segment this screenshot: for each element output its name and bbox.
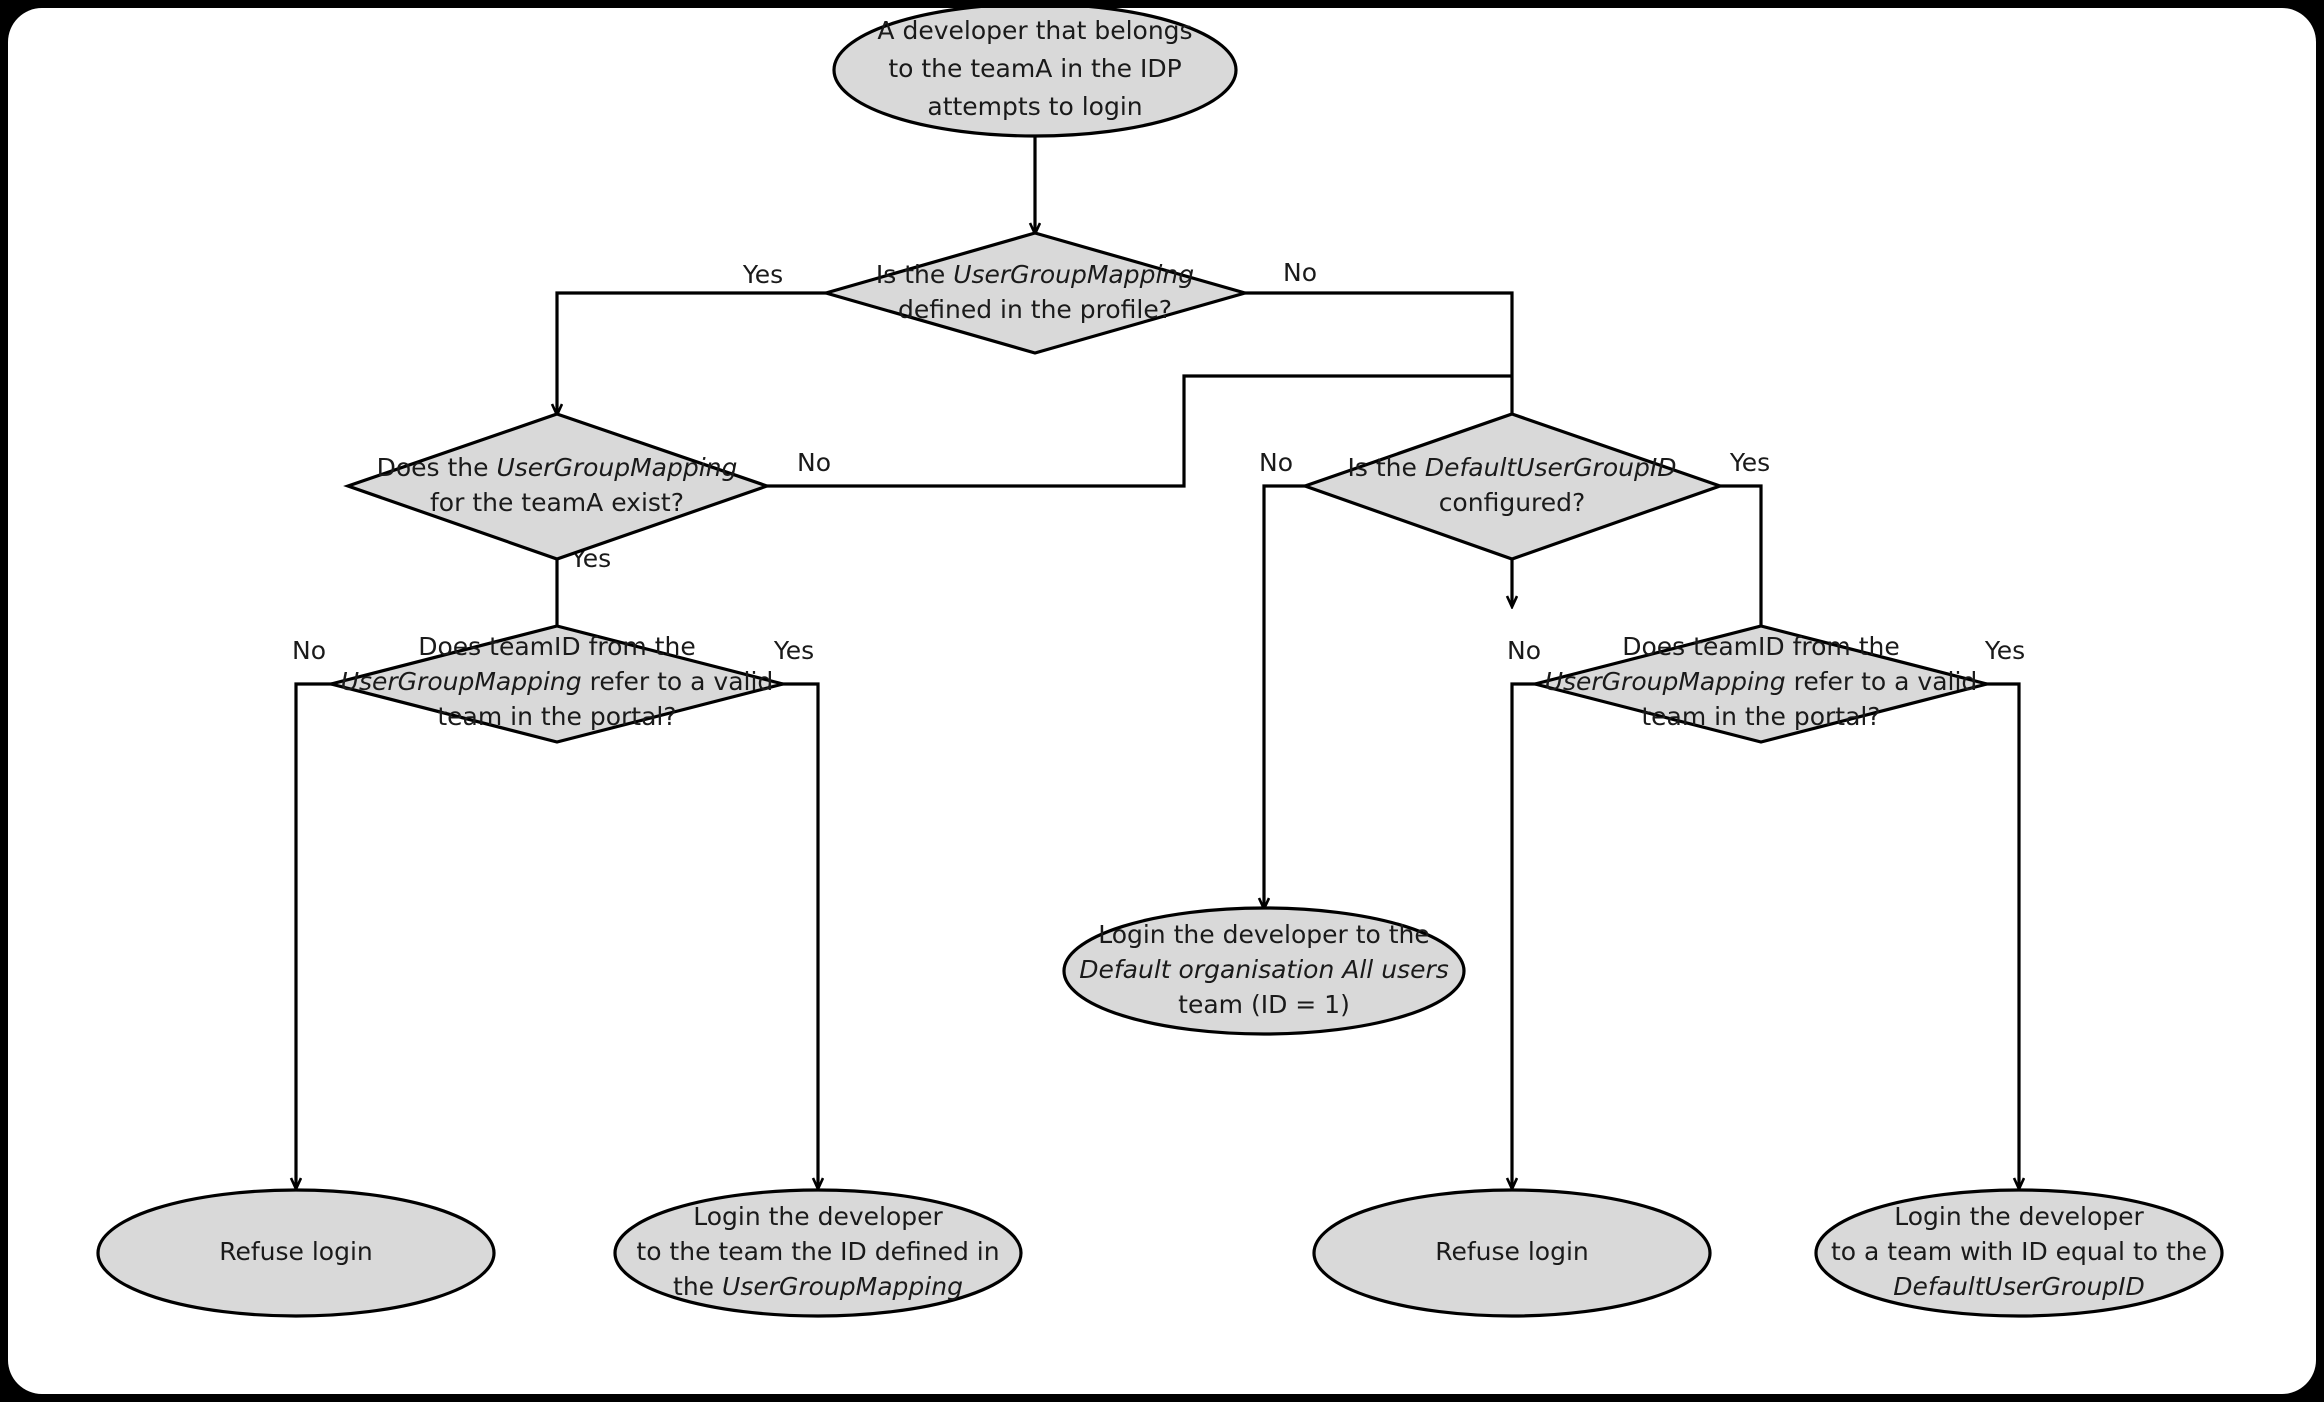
edge-label-d5-yes: Yes — [1984, 636, 2025, 665]
d1-line-2: defined in the profile? — [898, 295, 1172, 324]
d3-line-1: Is the DefaultUserGroupID — [1348, 453, 1677, 482]
refuse-right-ellipse-shape — [1312, 1188, 1712, 1318]
d1-diamond-shape — [820, 231, 1251, 355]
flowchart-canvas: Yes No No Yes No Yes No Yes No Yes A dev… — [96, 8, 2224, 1318]
d5-diamond-shape — [1534, 624, 1988, 744]
login-ugm-line-1: Login the developer — [693, 1202, 943, 1231]
d3-diamond-shape — [1300, 412, 1725, 561]
d5-line-1: Does teamID from the — [1622, 632, 1899, 661]
node-login-default-organisation[interactable]: Login the developer to the Default organ… — [1062, 906, 1466, 1036]
d2-line-2: for the teamA exist? — [430, 488, 684, 517]
default-org-line-1: Login the developer to the — [1098, 920, 1430, 949]
edge-d4-no-to-refuse — [296, 682, 444, 1188]
node-decision-teamid-valid-left[interactable]: Does teamID from the UserGroupMapping re… — [330, 624, 784, 744]
login-ugm-line-3: the UserGroupMapping — [673, 1272, 963, 1301]
login-dugid-line-2: to a team with ID equal to the — [1831, 1237, 2207, 1266]
edge-d4-yes-to-login-ugm — [670, 682, 818, 1188]
login-ugm-line-2: to the team the ID defined in — [636, 1237, 999, 1266]
edge-label-d5-no: No — [1507, 636, 1541, 665]
start-ellipse-shape — [832, 8, 1238, 138]
d4-line-1: Does teamID from the — [418, 632, 695, 661]
edge-d5-yes-to-login-dugid — [1874, 682, 2019, 1188]
edge-d3-no-to-default-org — [1264, 484, 1305, 908]
node-login-defaultusergroupid-team[interactable]: Login the developer to a team with ID eq… — [1814, 1188, 2224, 1318]
login-ugm-ellipse-shape — [613, 1188, 1023, 1318]
d5-line-3: team in the portal? — [1641, 702, 1880, 731]
start-line-1: A developer that belongs — [877, 16, 1192, 45]
edge-label-d3-yes: Yes — [1729, 448, 1770, 477]
d4-diamond-shape — [330, 624, 784, 744]
edge-label-layer: Yes No No Yes No Yes No Yes No Yes — [292, 258, 2025, 665]
edge-d2-no-to-d3 — [767, 374, 1512, 488]
start-line-2: to the teamA in the IDP — [888, 54, 1181, 83]
start-line-3: attempts to login — [927, 92, 1142, 121]
node-start[interactable]: A developer that belongs to the teamA in… — [832, 8, 1238, 138]
login-dugid-line-1: Login the developer — [1894, 1202, 2144, 1231]
refuse-right-line-1: Refuse login — [1435, 1237, 1589, 1266]
d4-line-2: UserGroupMapping refer to a valid — [341, 667, 774, 696]
node-decision-teamid-valid-right[interactable]: Does teamID from the UserGroupMapping re… — [1534, 624, 1988, 744]
node-decision-defaultusergroupid-configured[interactable]: Is the DefaultUserGroupID configured? — [1300, 412, 1725, 561]
node-refuse-login-right[interactable]: Refuse login — [1312, 1188, 1712, 1318]
d4-line-3: team in the portal? — [437, 702, 676, 731]
edge-label-d1-no: No — [1283, 258, 1317, 287]
node-decision-usergroupmapping-defined[interactable]: Is the UserGroupMapping defined in the p… — [820, 231, 1251, 355]
node-refuse-login-left[interactable]: Refuse login — [96, 1188, 496, 1318]
login-dugid-line-3: DefaultUserGroupID — [1893, 1272, 2145, 1301]
login-dugid-ellipse-shape — [1814, 1188, 2224, 1318]
node-login-usergroupmapping-team[interactable]: Login the developer to the team the ID d… — [613, 1188, 1023, 1318]
default-org-ellipse-shape — [1062, 906, 1466, 1036]
d1-line-1: Is the UserGroupMapping — [876, 260, 1194, 289]
refuse-left-line-1: Refuse login — [219, 1237, 373, 1266]
d5-line-2: UserGroupMapping refer to a valid — [1545, 667, 1978, 696]
edge-label-d1-yes: Yes — [742, 260, 783, 289]
d2-line-1: Does the UserGroupMapping — [377, 453, 738, 482]
edge-d3-yes-to-d5 — [1720, 484, 1761, 660]
refuse-left-ellipse-shape — [96, 1188, 496, 1318]
d3-line-2: configured? — [1439, 488, 1586, 517]
d2-diamond-shape — [343, 412, 772, 561]
edge-label-d2-no: No — [797, 448, 831, 477]
edge-d5-no-to-refuse — [1512, 682, 1648, 1188]
edge-label-d4-yes: Yes — [773, 636, 814, 665]
edge-d1-yes-to-d2 — [557, 291, 826, 414]
edge-label-d4-no: No — [292, 636, 326, 665]
default-org-line-3: team (ID = 1) — [1178, 990, 1350, 1019]
default-org-line-2: Default organisation All users — [1079, 955, 1449, 984]
edge-label-d3-no: No — [1259, 448, 1293, 477]
node-decision-usergroupmapping-teama-exists[interactable]: Does the UserGroupMapping for the teamA … — [343, 412, 772, 561]
diagram-surface: Yes No No Yes No Yes No Yes No Yes A dev… — [8, 8, 2316, 1394]
